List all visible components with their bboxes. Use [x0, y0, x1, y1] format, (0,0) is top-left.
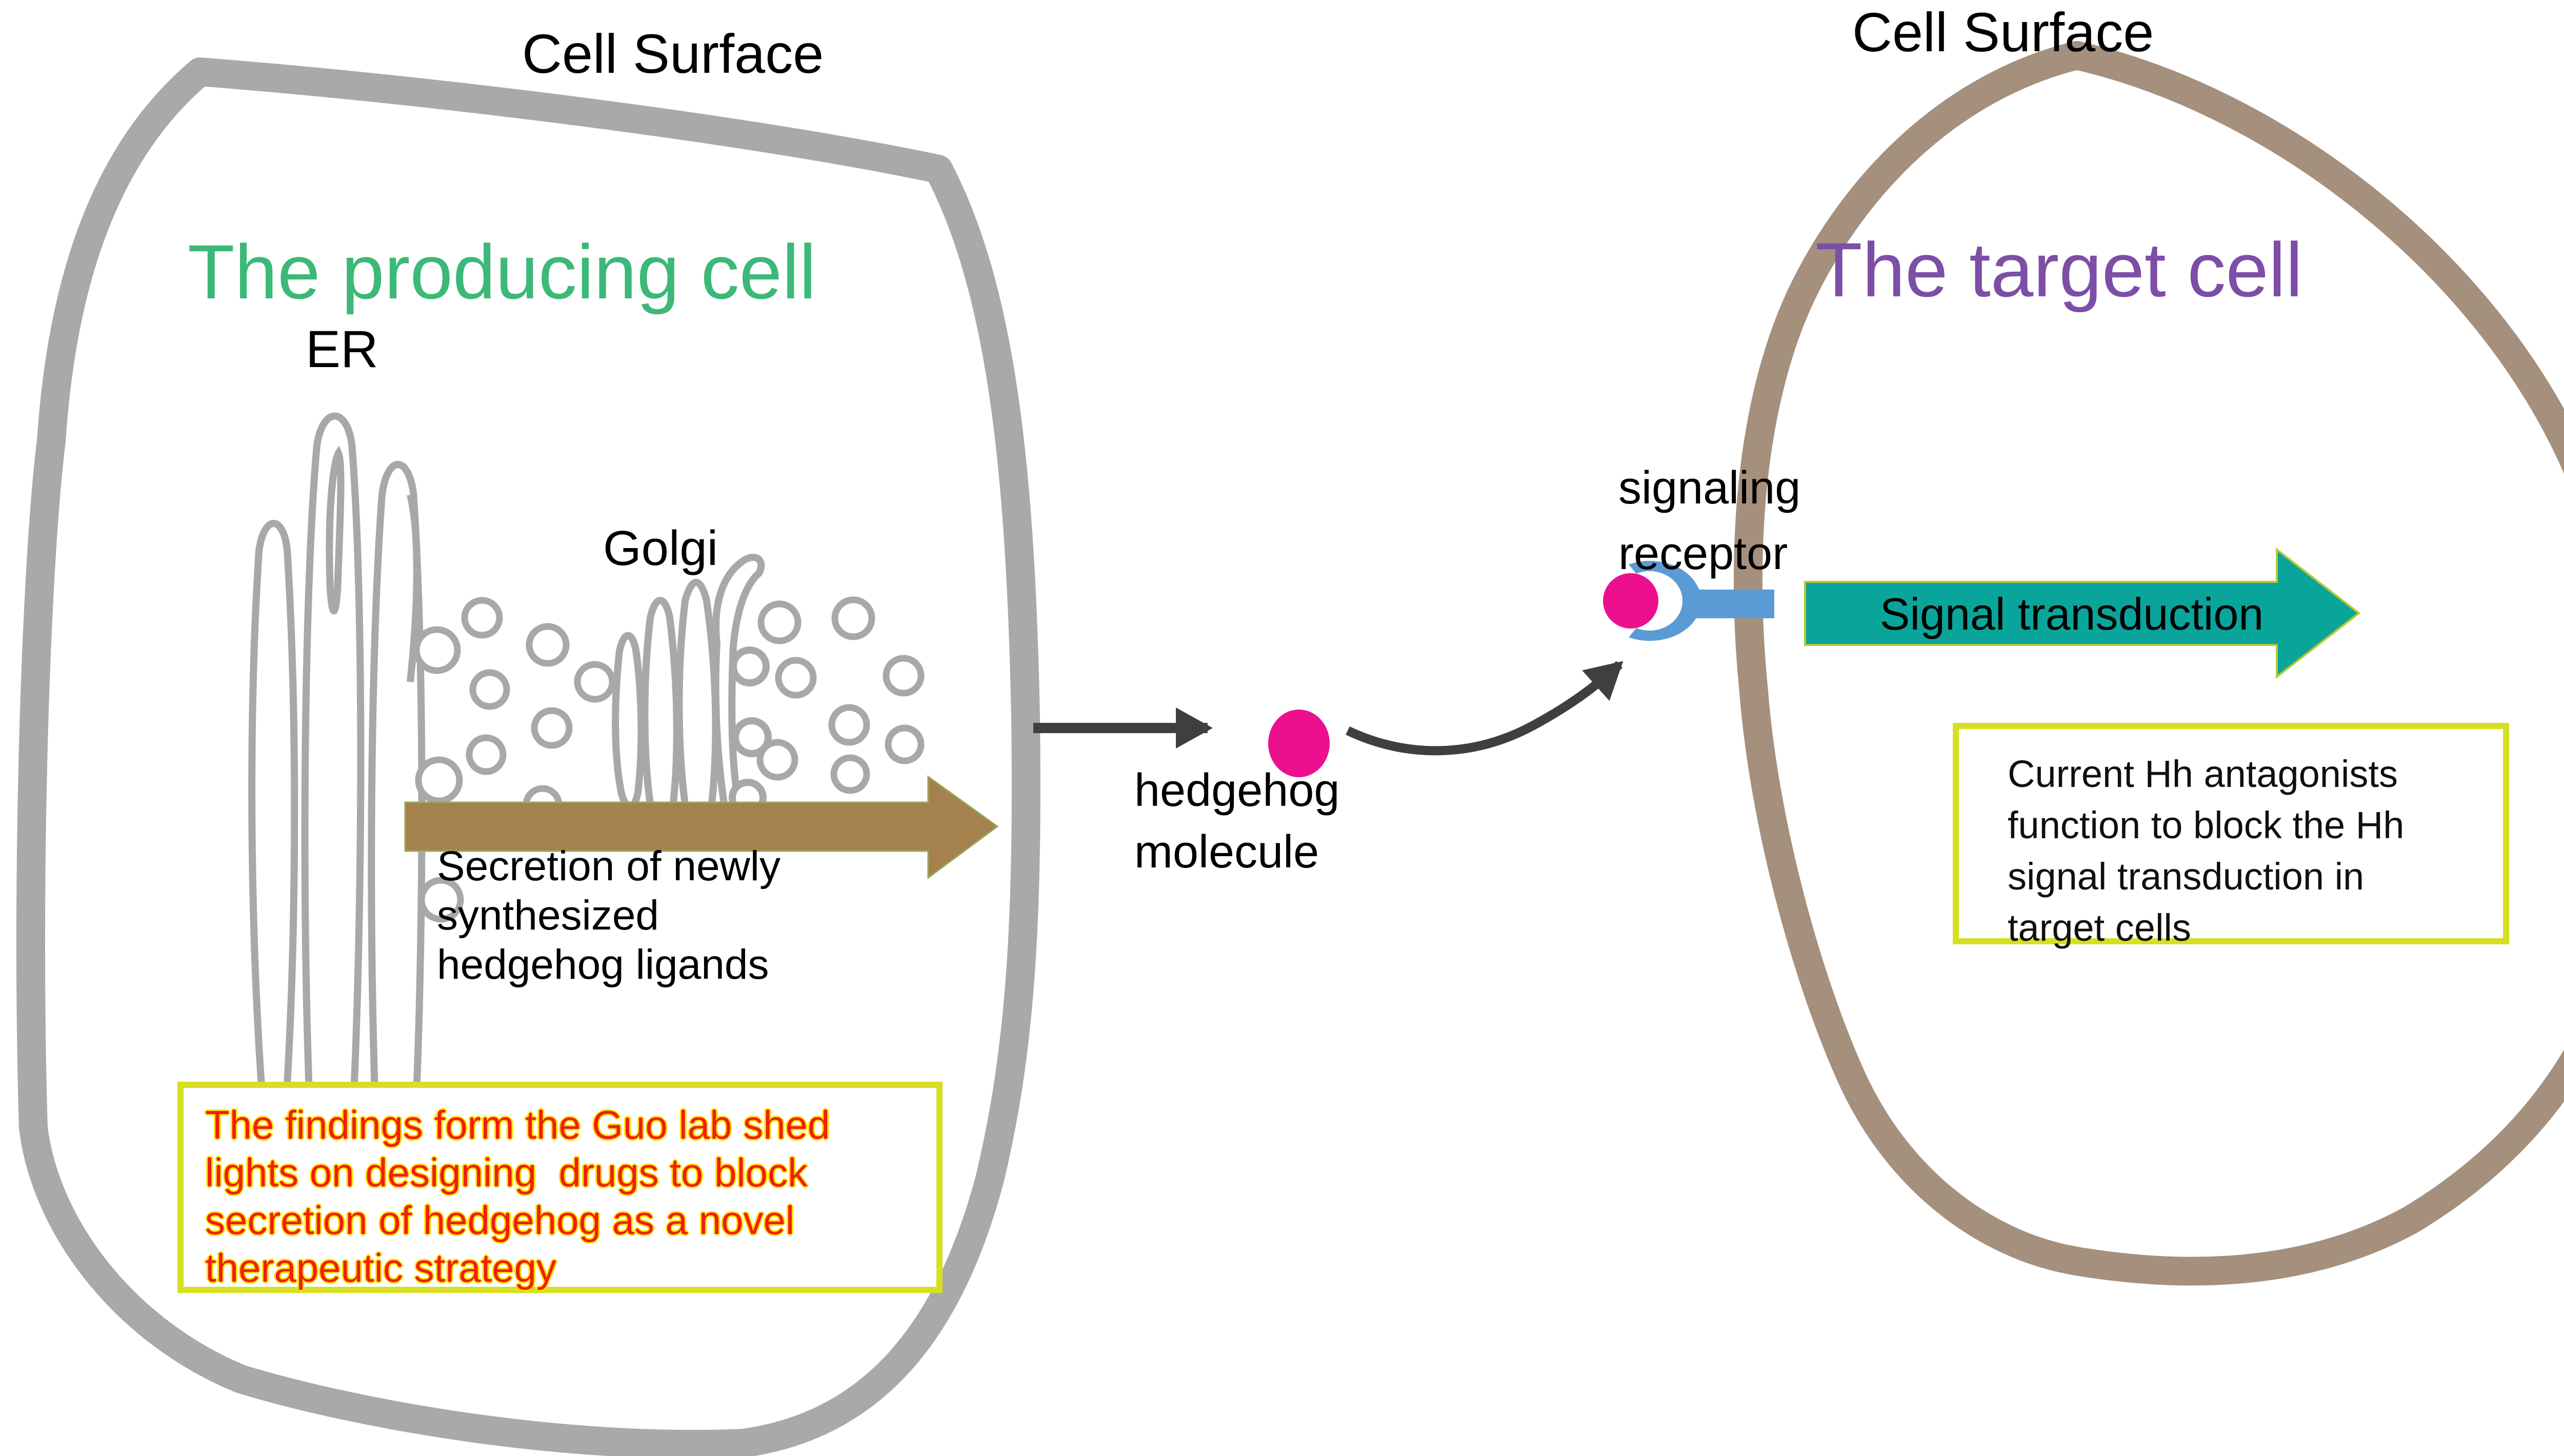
note-line: Current Hh antagonists	[2008, 753, 2398, 795]
vesicle-icons	[413, 596, 925, 923]
hedgehog-molecule-icon	[1268, 710, 1330, 777]
binding-arrow-icon	[1346, 661, 1624, 756]
note-line: The findings form the Guo lab shed	[205, 1102, 830, 1147]
producing-cell-title: The producing cell	[188, 229, 816, 315]
hedgehog-molecule-label: hedgehog molecule	[1134, 765, 1340, 878]
signal-transduction-label: Signal transduction	[1879, 589, 2264, 639]
producing-cell-note-box: The findings form the Guo lab shed light…	[177, 1082, 943, 1293]
signaling-receptor-label: signaling receptor	[1618, 462, 1801, 579]
target-cell-note-box: Current Hh antagonists function to block…	[1953, 723, 2509, 949]
secretion-arrow-icon	[404, 775, 999, 879]
golgi-label: Golgi	[603, 521, 718, 576]
note-line: function to block the Hh	[2008, 804, 2405, 846]
signal-transduction-arrow-icon	[1804, 547, 2361, 679]
cell-surface-label-right: Cell Surface	[1852, 1, 2154, 63]
target-cell-membrane-icon	[1733, 41, 2564, 1286]
note-line: secretion of hedgehog as a novel	[205, 1198, 795, 1243]
producing-cell-membrane-icon	[16, 57, 1040, 1456]
signaling-receptor-icon	[1603, 561, 1774, 641]
er-icon	[248, 412, 426, 1246]
target-cell-title: The target cell	[1815, 227, 2303, 313]
note-line: signal transduction in	[2008, 855, 2365, 898]
secretion-caption: Secretion of newly synthesized hedgehog …	[437, 843, 781, 988]
er-label: ER	[306, 320, 378, 378]
note-line: target cells	[2008, 906, 2191, 949]
golgi-icon	[612, 554, 772, 843]
note-line: lights on designing drugs to block	[205, 1150, 808, 1195]
note-line: therapeutic strategy	[205, 1245, 557, 1290]
bound-hedgehog-icon	[1603, 573, 1658, 629]
cell-surface-label-left: Cell Surface	[522, 23, 824, 85]
